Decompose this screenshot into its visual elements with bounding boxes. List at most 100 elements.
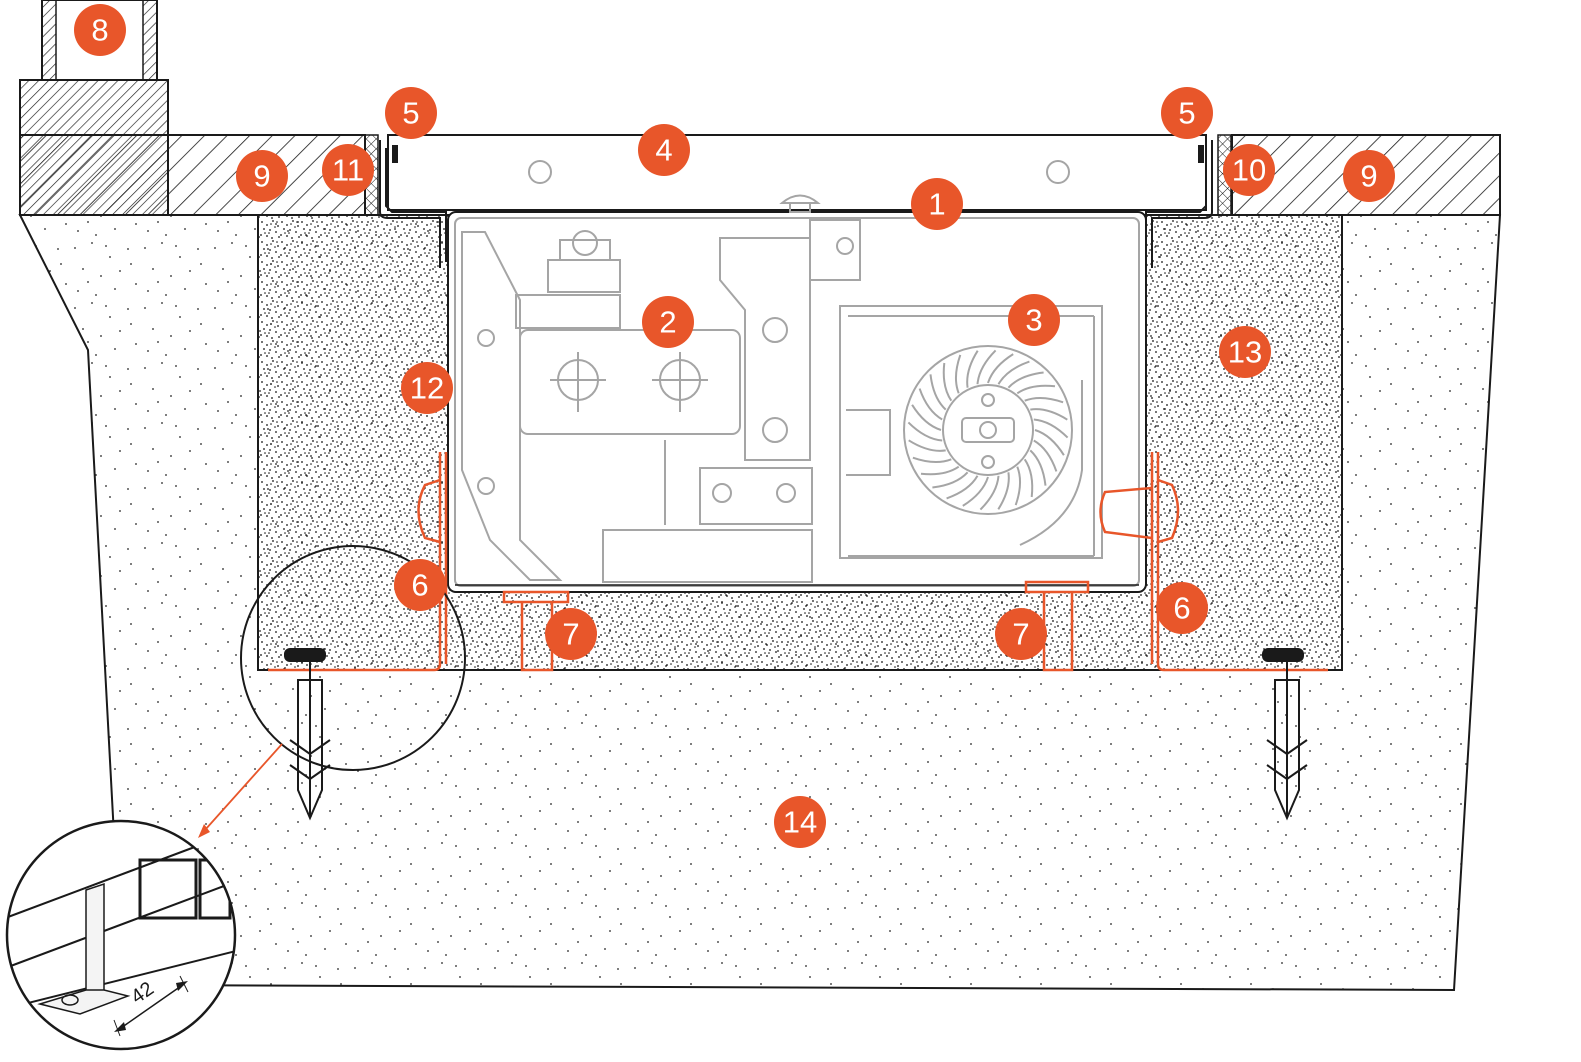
detail-marker-circle [240,545,466,771]
fan-blade [962,476,989,507]
unit-housing-inner [454,217,1140,587]
fan-blade [1016,384,1056,395]
detail-view-circle [5,819,237,1051]
svg-text:9: 9 [253,159,270,194]
fan-blade [918,388,943,421]
callout-5-left: 5 [385,87,437,139]
frame-clip-right [1198,145,1204,163]
callout-7-right: 7 [995,608,1047,660]
detail-leader-arrow [204,743,283,831]
svg-text:7: 7 [562,617,579,652]
fan-blade [1023,458,1034,498]
fan-blade [907,421,943,442]
fan-blade [1030,408,1068,421]
svg-text:6: 6 [411,568,428,603]
callout-9-right: 9 [1343,150,1395,202]
svg-text:13: 13 [1228,335,1262,370]
svg-text:1: 1 [928,187,945,222]
fan-blade [932,471,969,489]
fan-blade [912,456,952,463]
svg-text:10: 10 [1232,153,1266,188]
wall-bracket-left [268,452,442,672]
anchor-left [284,648,331,821]
callout-6-left: 6 [394,559,446,611]
svg-text:7: 7 [1012,617,1029,652]
unit-housing [447,211,1147,593]
fan-blade [929,374,947,411]
fan-blade [1014,466,1021,506]
callout-3: 3 [1008,294,1060,346]
callout-10: 10 [1223,144,1275,196]
terminal-block [699,467,813,525]
fan-blade [997,360,1030,385]
fan-blade [946,475,979,500]
callout-2: 2 [642,296,694,348]
valve-cap [572,230,598,256]
frame-profile-left-inner [385,148,447,262]
fan-blades [907,349,1069,511]
fan-blade [1007,371,1044,389]
fan-blade [1033,439,1058,472]
fan-blade [920,465,960,476]
svg-text:8: 8 [91,13,108,48]
top-screw [779,194,821,213]
drip-tray [602,440,813,583]
grille-hole-left [528,160,552,184]
frame-profile-left [379,140,441,268]
fan-hub-ring [942,384,1034,476]
callout-13: 13 [1219,326,1271,378]
bracket-grommet-right [1099,478,1180,544]
svg-text:11: 11 [332,153,364,188]
grille-hole-right [1046,160,1070,184]
control-bracket [809,219,861,281]
svg-text:5: 5 [1178,96,1195,131]
fan-blade [1024,397,1064,404]
valve-bracket [461,231,563,581]
callout-5-right: 5 [1161,87,1213,139]
fan-blade [979,475,1000,511]
anchor-right [1262,648,1308,821]
valve-manifold [519,329,741,435]
svg-text:2: 2 [659,305,676,340]
fan-volute [1019,380,1083,546]
valve-body-top [515,239,621,329]
fan-blade [955,354,962,394]
grille-frame [387,134,1207,211]
frame-profile-right [1151,140,1213,268]
wall-bracket-right [1156,452,1328,672]
callout-14: 14 [774,796,826,848]
callout-4: 4 [638,124,690,176]
callout-7-left: 7 [545,608,597,660]
fan-rotor [903,345,1073,515]
wall-post-left-skin [41,0,57,81]
fan-blade [1033,418,1069,439]
wall-base-block [19,79,169,216]
svg-text:4: 4 [655,133,672,168]
fan-blade [908,439,946,452]
fan-blade [966,350,979,388]
callout-12: 12 [401,362,453,414]
fan-blade [942,362,953,402]
svg-text:5: 5 [402,96,419,131]
callout-1: 1 [911,178,963,230]
fan-blade [1034,429,1065,456]
fan-blade [1029,449,1047,486]
svg-text:14: 14 [783,805,817,840]
frame-clip-left [392,145,398,163]
fan-blade [976,349,997,385]
fan-blade [987,353,1014,384]
callout-9-left: 9 [236,150,288,202]
callout-11: 11 [322,144,374,196]
callout-6-right: 6 [1156,582,1208,634]
svg-text:3: 3 [1025,303,1042,338]
detail-view-content [7,829,235,1037]
svg-text:12: 12 [410,371,444,406]
fan-hub [979,421,997,439]
svg-text:6: 6 [1173,591,1190,626]
fan-bracket [846,409,891,476]
fan-blade [997,472,1010,510]
bracket-grommet-left [417,478,441,544]
svg-text:9: 9 [1360,159,1377,194]
